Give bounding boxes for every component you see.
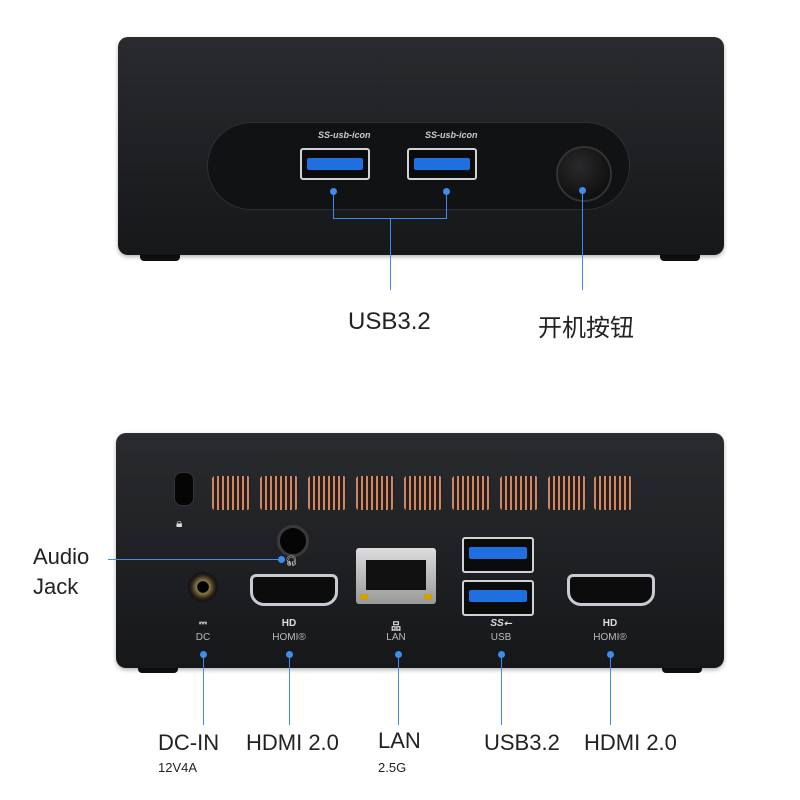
vent <box>404 476 442 510</box>
ss-usb-icon: SS⭠ <box>490 618 512 629</box>
callout-line <box>446 191 447 218</box>
callout-line <box>108 559 280 560</box>
port-text-dc: DC <box>195 632 211 643</box>
hdmi-port-2 <box>567 574 655 606</box>
vent <box>548 476 586 510</box>
callout-line <box>289 655 290 725</box>
callout-line <box>333 191 334 218</box>
vent <box>594 476 632 510</box>
kensington-lock-slot <box>174 472 194 506</box>
callout-dot <box>395 651 402 658</box>
ss-usb-icon: SS-usb-icon <box>425 130 478 140</box>
audio-jack-label: Jack <box>33 574 79 599</box>
lan-label: LAN <box>378 728 421 753</box>
callout-dot <box>200 651 207 658</box>
hdmi-label: HDMI 2.0 <box>246 730 339 755</box>
port-text-hdmi: HOMI® <box>593 632 627 643</box>
power-button-label: 开机按钮 <box>538 315 634 342</box>
headphone-icon: 🎧︎ <box>285 556 298 567</box>
vent <box>356 476 394 510</box>
rear-usb-port-2 <box>462 580 534 616</box>
front-usb-port-1 <box>300 148 370 180</box>
front-usb-port-2 <box>407 148 477 180</box>
hd-icon: HD <box>281 618 297 629</box>
vent <box>452 476 490 510</box>
device-foot <box>660 253 700 261</box>
hdmi-port-1 <box>250 574 338 606</box>
device-foot <box>138 665 178 673</box>
device-foot <box>140 253 180 261</box>
callout-line <box>203 655 204 725</box>
network-icon: 品 <box>391 622 401 633</box>
usb-label: USB3.2 <box>348 308 431 335</box>
callout-line <box>398 655 399 725</box>
vent <box>212 476 250 510</box>
hdmi-label: HDMI 2.0 <box>584 730 677 755</box>
callout-line <box>610 655 611 725</box>
dc-icon: ⎓ <box>199 618 207 629</box>
port-text-hdmi: HOMI® <box>272 632 306 643</box>
dc-jack <box>188 572 218 602</box>
vent <box>500 476 538 510</box>
usb-label: USB3.2 <box>484 730 560 755</box>
lan-port <box>356 548 436 604</box>
callout-dot <box>498 651 505 658</box>
callout-line <box>582 190 583 290</box>
audio-jack <box>277 525 309 557</box>
hd-icon: HD <box>602 618 618 629</box>
callout-dot <box>607 651 614 658</box>
dc-in-sublabel: 12V4A <box>158 760 198 775</box>
callout-dot <box>286 651 293 658</box>
lan-sublabel: 2.5G <box>378 760 407 775</box>
device-foot <box>662 665 702 673</box>
vent <box>260 476 298 510</box>
dc-in-label: DC-IN <box>158 730 220 755</box>
rear-usb-port-1 <box>462 537 534 573</box>
lock-icon: 🔒︎ <box>176 516 183 530</box>
port-text-usb: USB <box>490 632 512 643</box>
ss-usb-icon: SS-usb-icon <box>318 130 371 140</box>
audio-jack-label: Audio <box>33 544 90 569</box>
callout-dot <box>278 556 285 563</box>
vent <box>308 476 346 510</box>
callout-line <box>390 218 391 290</box>
port-text-lan: LAN <box>386 632 406 643</box>
callout-line <box>501 655 502 725</box>
